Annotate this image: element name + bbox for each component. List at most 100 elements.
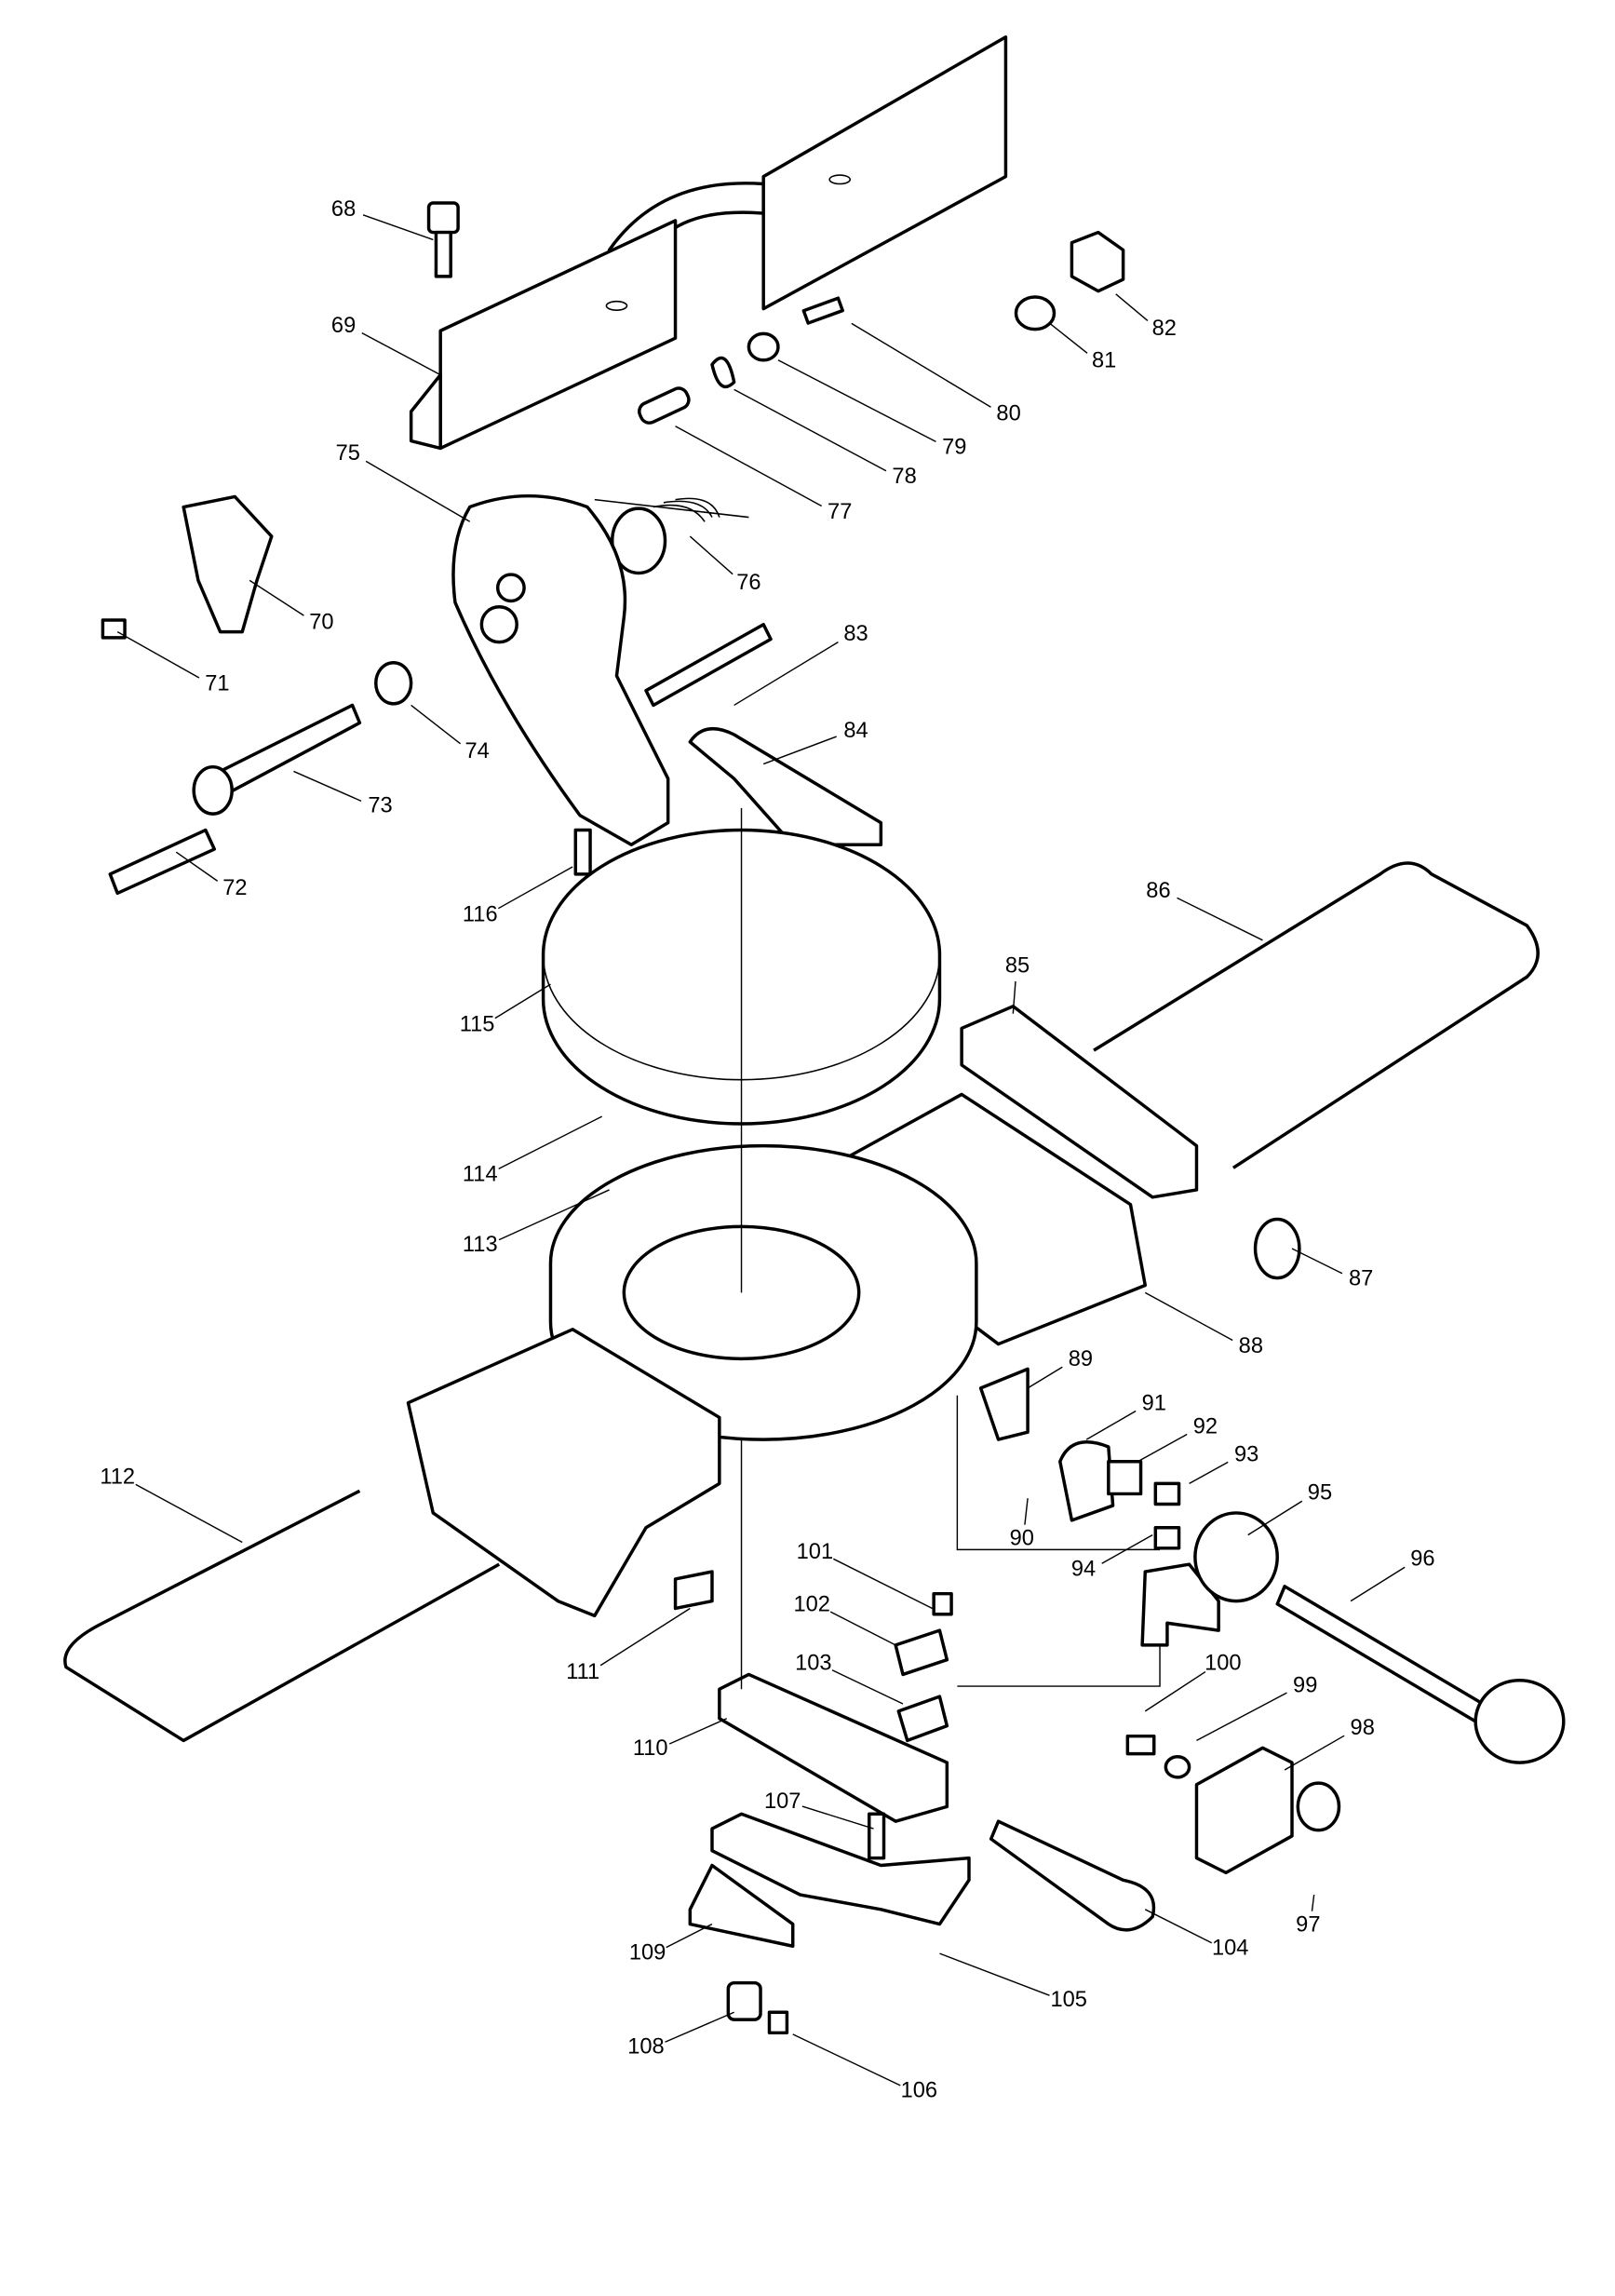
part-callout: 95 xyxy=(1308,1481,1332,1506)
plate-part xyxy=(1058,1439,1115,1522)
knob-part xyxy=(1253,1217,1301,1280)
part-callout: 93 xyxy=(1234,1443,1258,1467)
holder-part xyxy=(1193,1511,1279,1603)
leader-line xyxy=(829,1611,896,1646)
leader-line xyxy=(599,1607,691,1667)
part-callout: 87 xyxy=(1349,1266,1373,1290)
part-callout: 113 xyxy=(463,1233,498,1257)
leader-line xyxy=(1284,1735,1345,1771)
leader-line xyxy=(498,1115,603,1169)
leader-line xyxy=(1311,1894,1315,1911)
part-callout: 78 xyxy=(892,465,916,489)
part-callout: 101 xyxy=(797,1540,833,1564)
part-callout: 108 xyxy=(627,2034,664,2059)
part-callout: 110 xyxy=(633,1736,668,1761)
washer-part xyxy=(1014,295,1056,331)
screw-part xyxy=(767,2010,789,2035)
part-callout: 82 xyxy=(1152,317,1177,341)
part-callout: 99 xyxy=(1293,1673,1317,1697)
leader-line xyxy=(1144,1670,1206,1712)
screw-part xyxy=(1125,1734,1156,1756)
leader-line xyxy=(135,1483,243,1544)
fence-part xyxy=(409,35,1008,451)
part-callout: 86 xyxy=(1146,879,1170,903)
part-callout: 94 xyxy=(1071,1558,1096,1582)
leader-line xyxy=(1027,1366,1063,1389)
leader-line xyxy=(1247,1500,1303,1536)
part-callout: 88 xyxy=(1239,1334,1263,1358)
screw-part xyxy=(932,1591,953,1616)
washer-part xyxy=(374,660,413,706)
leader-line xyxy=(668,1718,728,1745)
plate-part xyxy=(894,1628,949,1677)
part-callout: 112 xyxy=(100,1465,135,1489)
part-callout: 80 xyxy=(996,401,1020,425)
leader-line xyxy=(831,1669,904,1705)
part-callout: 107 xyxy=(764,1790,801,1814)
part-callout: 76 xyxy=(736,571,760,595)
part-callout: 70 xyxy=(309,610,333,634)
leader-line xyxy=(1144,1909,1213,1944)
leader-line xyxy=(1350,1566,1406,1602)
leader-line xyxy=(1115,293,1149,321)
clamp-base-part xyxy=(710,1812,971,1926)
leader-line xyxy=(1196,1692,1287,1742)
part-callout: 104 xyxy=(1212,1937,1248,1961)
part-callout: 74 xyxy=(464,739,489,763)
leader-line xyxy=(362,214,434,241)
part-callout: 69 xyxy=(331,314,356,338)
leader-line xyxy=(666,1923,713,1949)
part-callout: 115 xyxy=(460,1013,495,1037)
leader-line xyxy=(361,331,441,376)
washer-part xyxy=(1164,1755,1191,1779)
leader-line xyxy=(777,359,936,443)
arm-part xyxy=(718,1672,949,1823)
part-callout: 91 xyxy=(1142,1391,1166,1415)
base-part xyxy=(406,1328,721,1618)
part-callout: 73 xyxy=(368,794,392,818)
part-callout: 83 xyxy=(843,622,868,646)
bolt-shank xyxy=(434,230,452,278)
plate-part xyxy=(896,1695,949,1743)
part-callout: 72 xyxy=(222,876,247,900)
leader-line xyxy=(733,642,839,707)
leader-line xyxy=(1189,1461,1229,1485)
part-callout: 109 xyxy=(629,1940,666,1965)
leader-line xyxy=(365,460,471,522)
leader-line xyxy=(851,322,991,408)
leader-line xyxy=(762,736,837,765)
clip-part xyxy=(710,356,736,388)
part-callout: 81 xyxy=(1092,349,1116,373)
part-callout: 111 xyxy=(566,1660,599,1684)
rod-part xyxy=(63,1489,501,1743)
leader-line xyxy=(1137,1433,1188,1463)
part-callout: 98 xyxy=(1351,1716,1375,1740)
part-callout: 71 xyxy=(205,672,229,696)
leader-line xyxy=(675,425,823,507)
part-callout: 96 xyxy=(1410,1547,1434,1572)
leader-line xyxy=(1012,980,1016,1014)
part-callout: 116 xyxy=(463,902,498,926)
leader-line xyxy=(1024,1498,1029,1525)
cam-part xyxy=(1107,1460,1143,1496)
leader-line xyxy=(733,388,887,472)
leader-line xyxy=(939,1952,1050,1996)
part-callout: 89 xyxy=(1069,1347,1093,1371)
part-callout: 75 xyxy=(336,441,360,466)
part-callout: 100 xyxy=(1205,1652,1241,1676)
spring-part xyxy=(594,497,749,575)
grip-part xyxy=(989,1819,1156,1932)
part-callout: 79 xyxy=(942,436,966,460)
leader-line xyxy=(498,1189,610,1241)
leader-line xyxy=(293,770,362,802)
part-callout: 90 xyxy=(1010,1527,1034,1551)
leader-line xyxy=(1291,1248,1343,1275)
screw-part xyxy=(801,296,844,325)
bracket-part xyxy=(688,1863,795,1948)
leader-line xyxy=(1144,1291,1233,1342)
bracket-part xyxy=(644,622,773,708)
part-callout: 68 xyxy=(331,197,356,222)
leader-line xyxy=(494,983,551,1020)
screw-part xyxy=(101,618,127,640)
bolt-part xyxy=(726,1980,762,2021)
